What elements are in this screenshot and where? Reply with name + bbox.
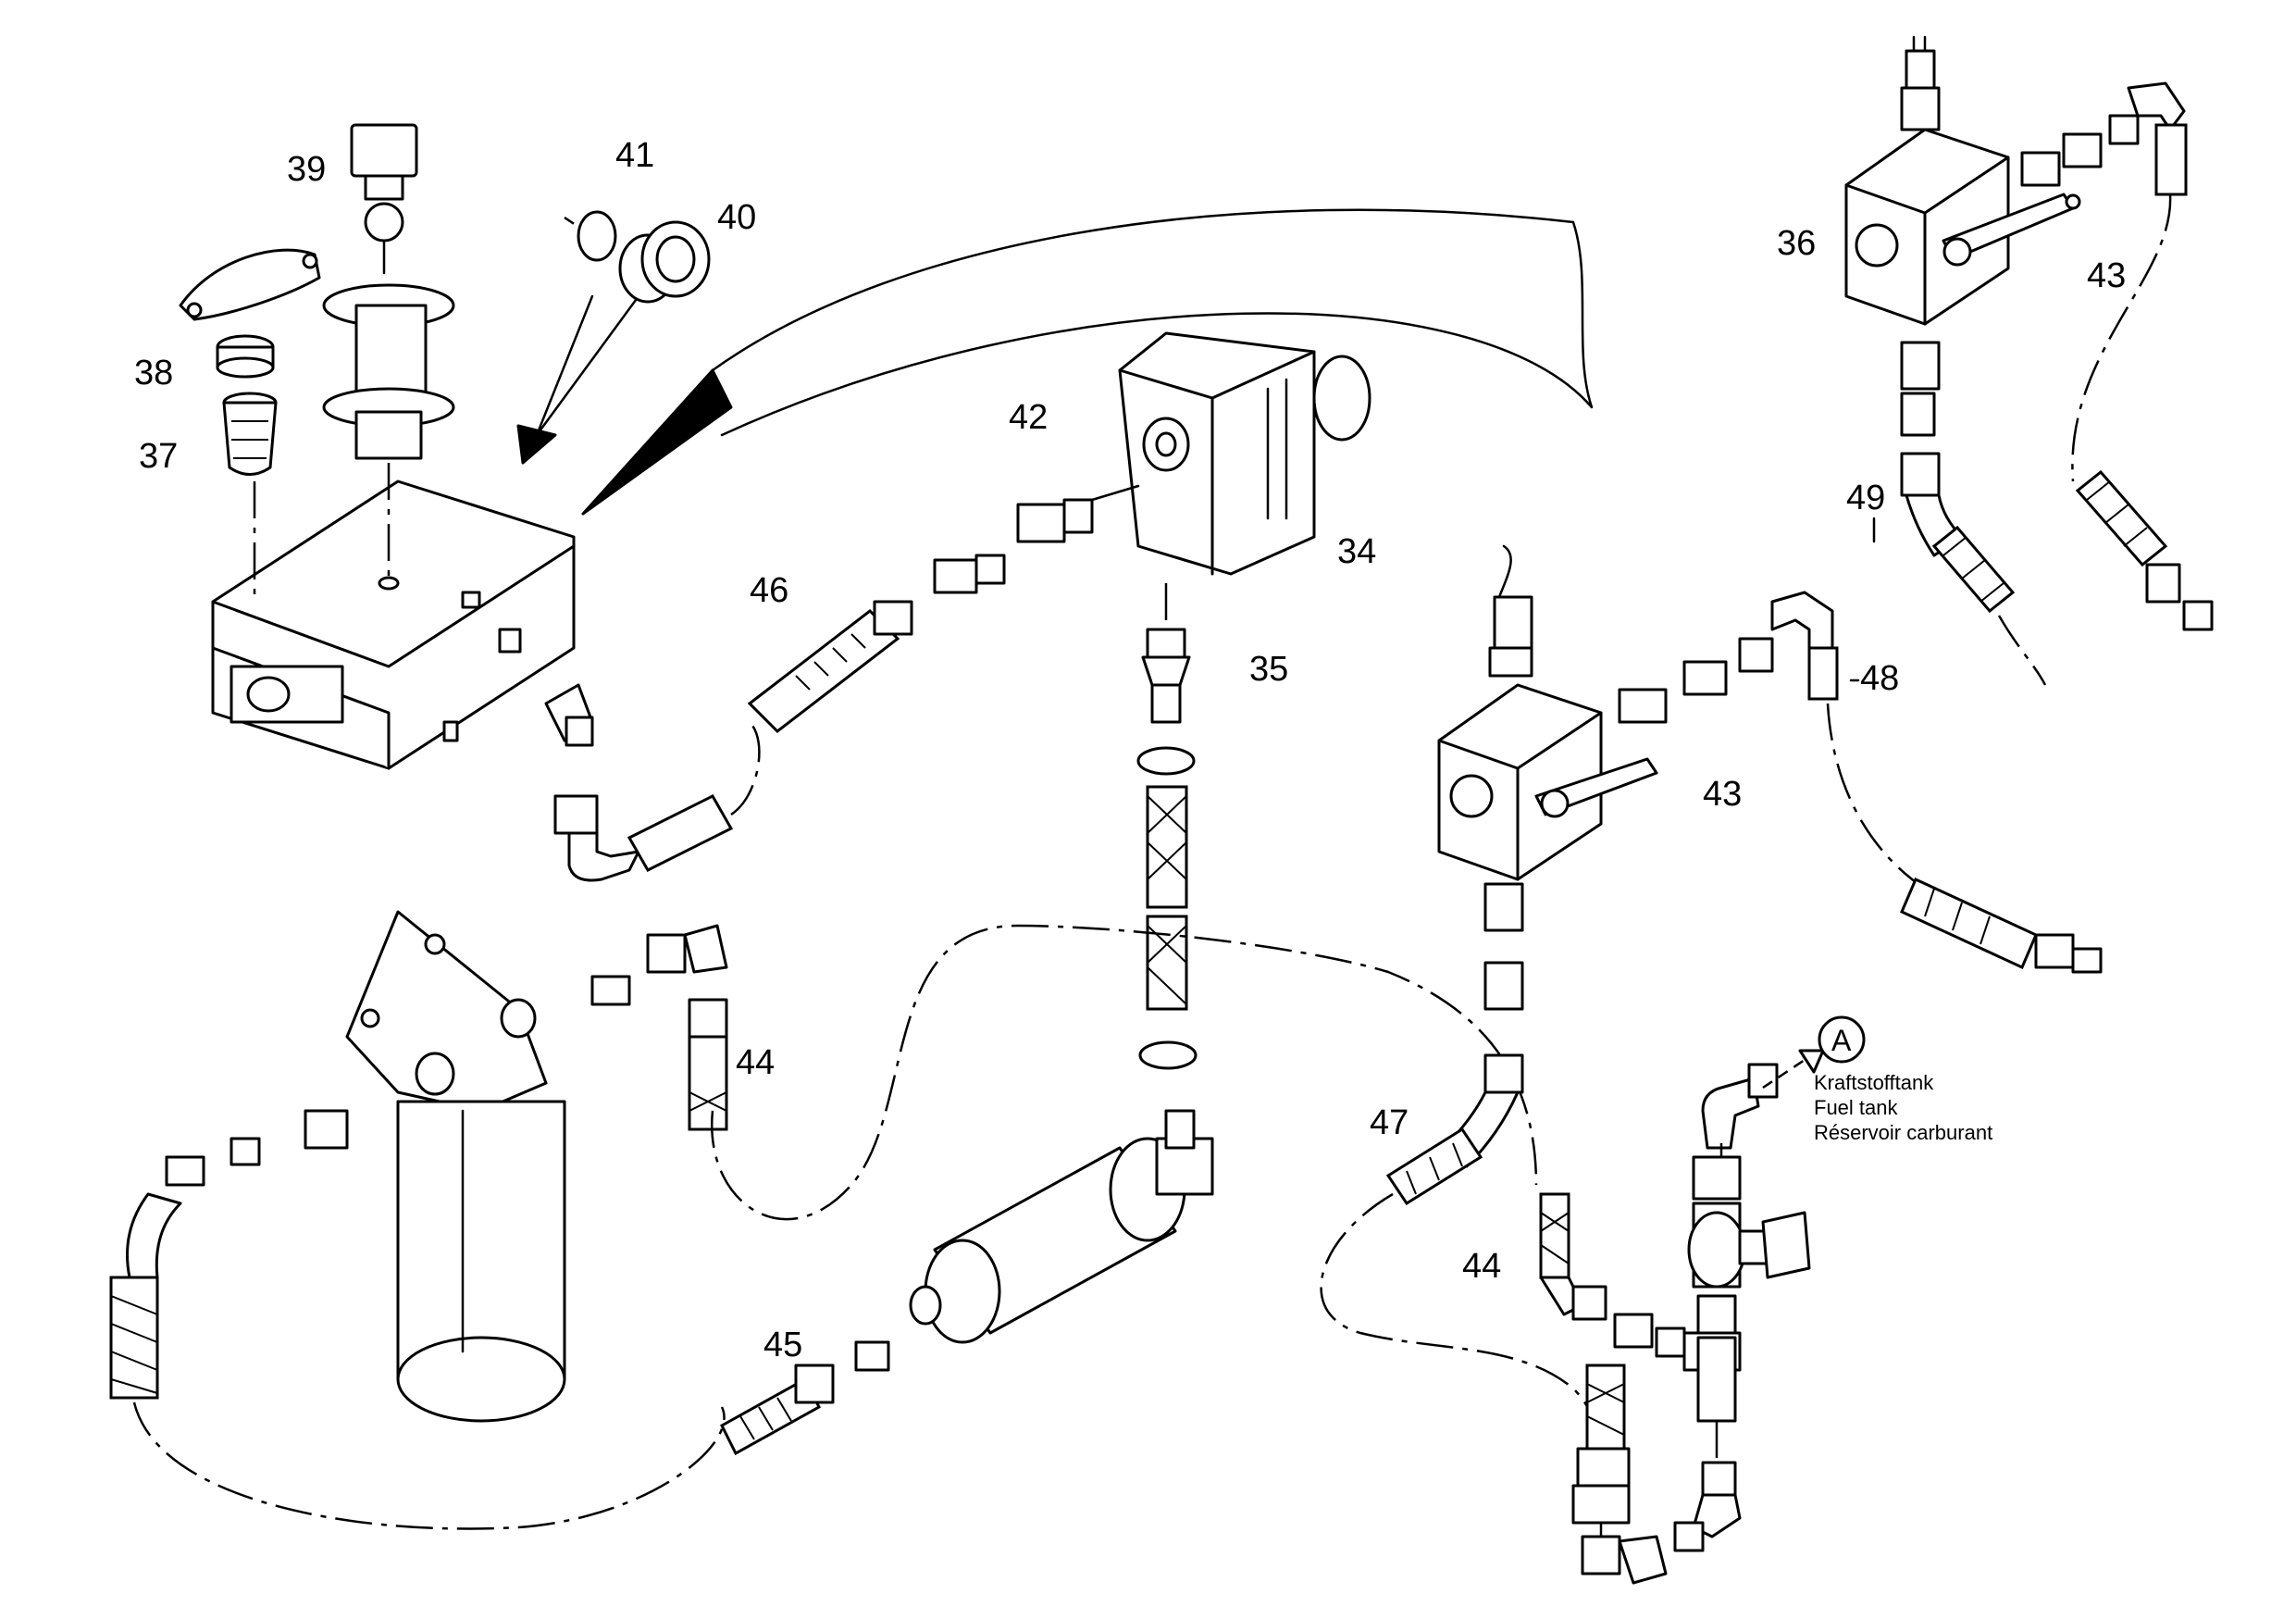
threaded-nut-40 <box>618 220 711 304</box>
hose-36-right-lower <box>2075 469 2214 631</box>
shutoff-valve <box>1687 1155 1811 1289</box>
callout-41: 41 <box>615 136 654 175</box>
hose-49 <box>1931 525 2016 614</box>
hose-45 <box>720 1340 890 1456</box>
elbow-hose-46-lower <box>553 794 734 882</box>
reference-marker-label: A <box>1831 1024 1852 1057</box>
reference-line-en: Fuel tank <box>1814 1096 1898 1119</box>
callout-43-upper: 43 <box>2087 256 2126 295</box>
hose-clamp-lower <box>1138 1040 1198 1070</box>
fuel-filter-head <box>345 910 548 1113</box>
pointer-arrow-large <box>581 208 1594 516</box>
hose-segment-vertical-2 <box>1146 915 1188 1011</box>
valve-block-lower <box>1437 683 1658 881</box>
reference-line-de: Kraftstofftank <box>1814 1071 1934 1094</box>
callout-39: 39 <box>287 150 326 189</box>
valve-36-top-fittings <box>1900 35 1941 131</box>
callout-36: 36 <box>1777 224 1816 263</box>
fuel-filter-canister <box>396 1100 566 1423</box>
hose-47 <box>1385 1127 1483 1206</box>
callout-38: 38 <box>134 354 173 392</box>
callout-49: 49 <box>1846 479 1885 517</box>
hose-46 <box>747 600 913 733</box>
valve-block-36 <box>1844 128 2081 326</box>
callout-48: 48 <box>1860 659 1899 698</box>
callout-42: 42 <box>1009 398 1048 437</box>
pump-34 <box>1118 331 1371 576</box>
hose-segment-vertical-1 <box>1146 785 1188 909</box>
callout-35: 35 <box>1249 650 1288 689</box>
gasket-plate <box>179 248 321 321</box>
hose-clamp-upper <box>1136 746 1196 776</box>
strainer-37 <box>222 392 278 602</box>
valve-lower-bottom-fittings <box>1442 882 1524 1168</box>
filler-cap-38 <box>216 334 275 379</box>
callout-37: 37 <box>139 437 178 476</box>
valve-lower-top-fittings <box>1488 544 1533 678</box>
tee-fitting <box>1682 1294 1742 1423</box>
reference-line-fr: Réservoir carburant <box>1814 1121 1992 1144</box>
electric-fuel-pump <box>909 1109 1214 1344</box>
fuel-tank-box <box>211 479 576 770</box>
level-sensor-39 <box>322 123 455 591</box>
nipple-fitting <box>933 554 1006 594</box>
callout-43-lower: 43 <box>1703 775 1742 814</box>
callout-46: 46 <box>750 571 788 610</box>
callout-47: 47 <box>1370 1103 1409 1142</box>
callout-44-right: 44 <box>1462 1247 1501 1286</box>
elbow-fitting-tank <box>544 683 594 747</box>
o-ring-41 <box>564 210 617 262</box>
valve-36-bottom-fittings <box>1900 341 1964 557</box>
hose-44-right <box>1539 1192 1686 1358</box>
valve-lower-right-fittings <box>1618 591 1839 724</box>
callout-45: 45 <box>763 1326 802 1364</box>
filter-fittings-right <box>590 924 728 1131</box>
arrow-to-fuel-tank <box>1762 1049 1825 1090</box>
hose-48-right <box>1900 877 2103 974</box>
valve-36-right-fittings <box>2020 81 2188 196</box>
callout-40: 40 <box>717 198 756 237</box>
elbow-upper-right <box>1701 1063 1779 1150</box>
callout-34: 34 <box>1337 532 1376 571</box>
callout-labels: 34 35 36 37 38 39 40 41 42 43 43 44 44 4… <box>134 136 2126 1364</box>
fitting-35 <box>1141 628 1191 724</box>
callout-44-left: 44 <box>736 1043 775 1082</box>
reference-marker-a <box>1818 1015 1866 1064</box>
pointer-arrow-small <box>516 294 640 465</box>
filter-fittings-left <box>109 1109 349 1400</box>
fitting-42 <box>1016 484 1140 543</box>
